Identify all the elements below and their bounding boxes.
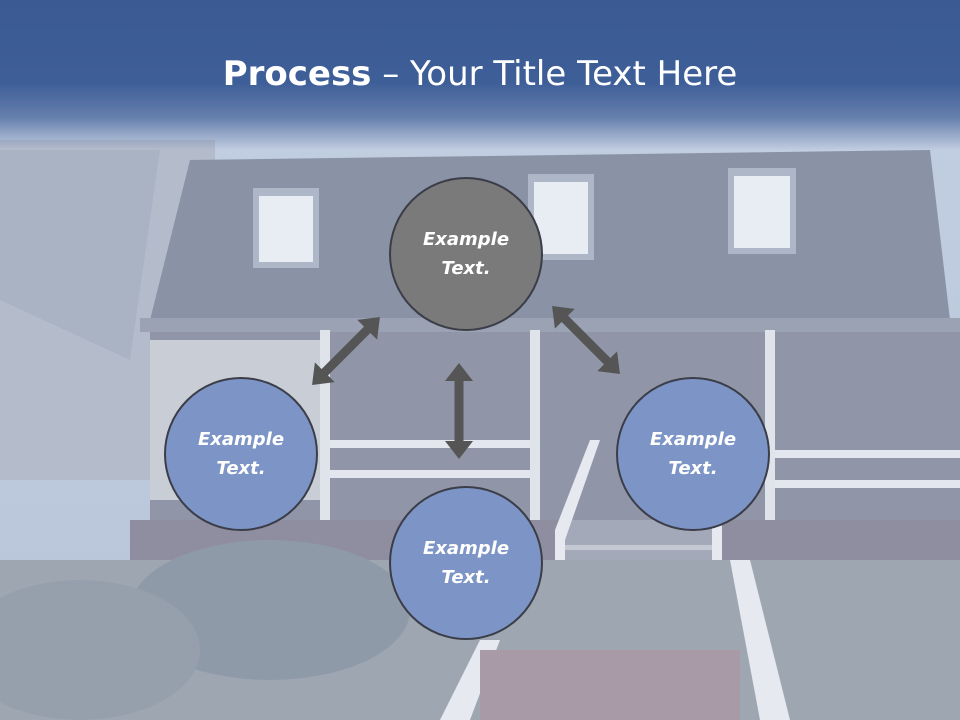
arrow-top-left [312, 317, 380, 385]
node-right[interactable]: Example Text. [616, 377, 770, 531]
node-top[interactable]: Example Text. [389, 177, 543, 331]
node-top-label: Example Text. [422, 229, 510, 279]
node-left[interactable]: Example Text. [164, 377, 318, 531]
arrow-top-right [552, 306, 620, 374]
title-bold: Process [222, 54, 372, 94]
node-right-label: Example Text. [649, 429, 737, 479]
node-left-label: Example Text. [197, 429, 285, 479]
arrow-center-vertical [445, 363, 473, 459]
title-band [0, 0, 960, 150]
node-bottom[interactable]: Example Text. [389, 486, 543, 640]
slide-title: Process – Your Title Text Here [0, 52, 960, 96]
node-bottom-label: Example Text. [422, 538, 510, 588]
title-rest: – Your Title Text Here [371, 54, 738, 94]
